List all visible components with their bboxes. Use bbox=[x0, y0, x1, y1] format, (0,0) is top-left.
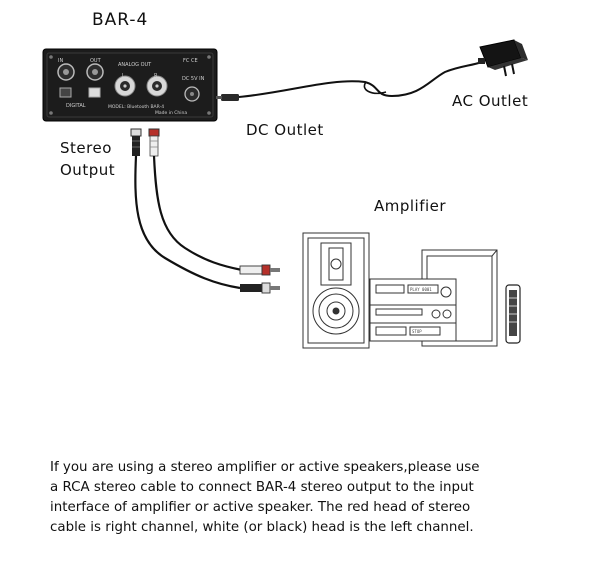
instruction-caption: If you are using a stereo amplifier or a… bbox=[50, 458, 570, 538]
bar4-device: IN OUT DIGITAL ANALOG OUT L R FC CE DC 5… bbox=[42, 48, 218, 122]
ac-outlet-label: AC Outlet bbox=[452, 92, 529, 110]
amp-deck-text: STOP bbox=[412, 329, 422, 334]
panel-dc-label: DC 5V IN bbox=[182, 76, 205, 82]
rca-plug-amp-bottom bbox=[240, 282, 280, 294]
digital-in-jack bbox=[57, 63, 75, 81]
rca-plug-amp-top bbox=[239, 264, 280, 276]
dc-outlet-label: DC Outlet bbox=[246, 121, 324, 139]
digital-out-jack bbox=[86, 63, 104, 81]
ac-adapter bbox=[478, 39, 528, 77]
dc-power-cable bbox=[216, 61, 483, 101]
rca-left-jack bbox=[114, 75, 136, 97]
panel-digital-label: DIGITAL bbox=[66, 103, 86, 109]
panel-in-label: IN bbox=[58, 58, 63, 64]
remote-control bbox=[505, 284, 521, 344]
dc-plug bbox=[221, 94, 239, 101]
caption-line: If you are using a stereo amplifier or a… bbox=[50, 460, 480, 475]
optical-out-port bbox=[88, 87, 101, 98]
panel-cert-label: FC CE bbox=[183, 58, 198, 64]
stereo-output-line2: Output bbox=[60, 161, 116, 179]
panel-analog-label: ANALOG OUT bbox=[118, 62, 152, 68]
stereo-output-line1: Stereo bbox=[60, 139, 112, 157]
rca-plug-left-white bbox=[130, 128, 142, 156]
amp-display-text: PLAY 0001 bbox=[410, 287, 432, 292]
optical-in-port bbox=[59, 87, 72, 98]
caption-line: cable is right channel, white (or black)… bbox=[50, 520, 474, 535]
panel-r-label: R bbox=[154, 73, 158, 79]
amplifier-stack: PLAY 0001 STOP bbox=[369, 278, 457, 342]
caption-line: interface of amplifier or active speaker… bbox=[50, 500, 471, 515]
rca-plug-right-red bbox=[148, 128, 160, 157]
amplifier-label: Amplifier bbox=[374, 197, 447, 215]
dc-in-jack bbox=[184, 86, 200, 102]
rca-right-jack bbox=[146, 75, 168, 97]
panel-l-label: L bbox=[122, 73, 125, 79]
amplifier-system: PLAY 0001 STOP bbox=[302, 232, 521, 349]
left-speaker bbox=[302, 232, 370, 349]
stereo-output-label: Stereo Output bbox=[60, 137, 115, 181]
panel-out-label: OUT bbox=[90, 58, 102, 64]
rca-stereo-cable bbox=[130, 128, 280, 294]
panel-made-label: Made in China bbox=[155, 110, 187, 116]
device-name-label: BAR-4 bbox=[92, 10, 149, 30]
panel-model-label: MODEL: Bluetooth BAR-4 bbox=[108, 104, 164, 110]
caption-line: a RCA stereo cable to connect BAR-4 ster… bbox=[50, 480, 474, 495]
